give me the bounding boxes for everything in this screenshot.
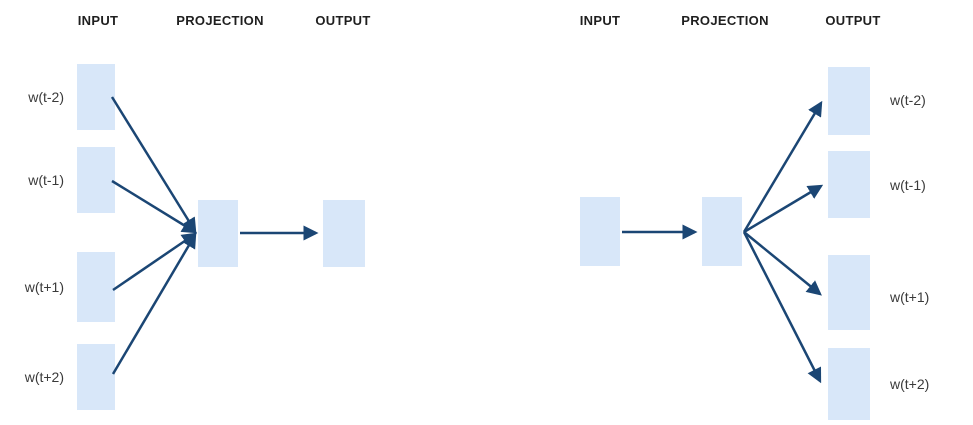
skipgram-output-label-4: w(t+2)	[890, 376, 930, 392]
arrow-cbow-input1-to-projection	[110, 96, 197, 234]
cbow-header-projection: PROJECTION	[176, 13, 264, 28]
skipgram-output-label-3: w(t+1)	[890, 289, 930, 305]
arrow-skipgram-projection-to-output3	[743, 231, 822, 296]
cbow-input-node-4	[77, 344, 115, 410]
skipgram-output-label-2: w(t-1)	[890, 177, 926, 193]
skipgram-output-label-1: w(t-2)	[890, 92, 926, 108]
skipgram-header-output: OUTPUT	[825, 13, 881, 28]
skipgram-output-node-4	[828, 348, 870, 420]
arrow-cbow-input4-to-projection	[111, 232, 197, 375]
cbow-input-label-4: w(t+2)	[24, 369, 64, 385]
cbow-header-output: OUTPUT	[315, 13, 371, 28]
skipgram-input-node	[580, 197, 620, 266]
cbow-output-node	[323, 200, 365, 267]
skipgram-output-node-1	[828, 67, 870, 135]
cbow-input-node-2	[77, 147, 115, 213]
cbow-input-node-3	[77, 252, 115, 322]
arrow-skipgram-projection-to-output1	[742, 100, 823, 233]
arrow-skipgram-projection-to-output2	[743, 184, 824, 234]
arrow-cbow-input3-to-projection	[112, 232, 198, 292]
cbow-input-node-1	[77, 64, 115, 130]
arrow-skipgram-projection-to-output4	[742, 231, 822, 384]
cbow-input-label-2: w(t-1)	[28, 172, 64, 188]
skipgram-projection-node	[702, 197, 742, 266]
skipgram-header-input: INPUT	[579, 13, 621, 28]
skipgram-output-node-2	[828, 151, 870, 218]
cbow-input-label-3: w(t+1)	[24, 279, 64, 295]
skipgram-header-projection: PROJECTION	[681, 13, 769, 28]
arrow-cbow-input2-to-projection	[111, 179, 198, 234]
cbow-input-label-1: w(t-2)	[28, 89, 64, 105]
skipgram-output-node-3	[828, 255, 870, 330]
cbow-projection-node	[198, 200, 238, 267]
cbow-header-input: INPUT	[77, 13, 119, 28]
